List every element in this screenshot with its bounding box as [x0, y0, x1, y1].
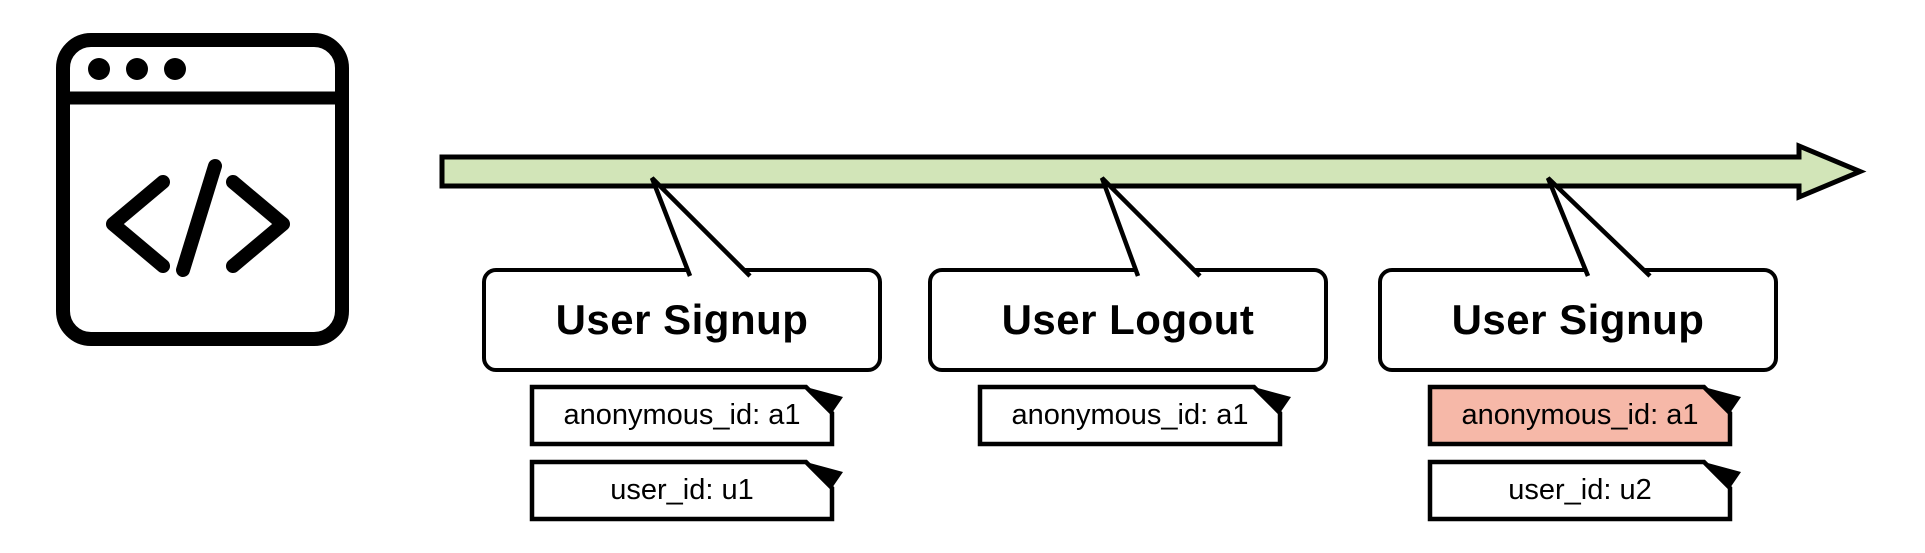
timeline-arrow — [439, 142, 1867, 201]
callout-pointer-2 — [1099, 176, 1202, 278]
tag-text: anonymous_id: a1 — [1011, 399, 1249, 431]
folded-corner-icon — [806, 387, 843, 413]
event-callout-user-signup-1: User Signup — [482, 268, 882, 372]
folded-corner-icon — [1704, 462, 1741, 488]
tag-text: user_id: u1 — [610, 474, 754, 506]
folded-corner-icon — [1704, 387, 1741, 413]
tag-anonymous-id-1: anonymous_id: a1 — [529, 375, 847, 453]
folded-corner-icon — [806, 462, 843, 488]
folded-corner-icon — [1254, 387, 1291, 413]
tag-user-id-3: user_id: u2 — [1427, 450, 1745, 528]
tag-text: anonymous_id: a1 — [563, 399, 801, 431]
code-glyph-icon — [106, 159, 290, 277]
tag-text: user_id: u2 — [1508, 474, 1652, 506]
event-callout-user-signup-2: User Signup — [1378, 268, 1778, 372]
event-label: User Logout — [1001, 296, 1255, 343]
window-dot-icon — [126, 58, 148, 80]
tag-text: anonymous_id: a1 — [1461, 399, 1699, 431]
callout-pointer-1 — [649, 176, 752, 278]
browser-code-icon — [56, 33, 349, 346]
event-label: User Signup — [1451, 296, 1705, 343]
tag-anonymous-id-3-highlighted: anonymous_id: a1 — [1427, 375, 1745, 453]
event-label: User Signup — [555, 296, 809, 343]
window-dot-icon — [88, 58, 110, 80]
tag-user-id-1: user_id: u1 — [529, 450, 847, 528]
window-dot-icon — [164, 58, 186, 80]
event-callout-user-logout: User Logout — [928, 268, 1328, 372]
callout-pointer-3 — [1545, 176, 1652, 278]
tag-anonymous-id-2: anonymous_id: a1 — [977, 375, 1295, 453]
